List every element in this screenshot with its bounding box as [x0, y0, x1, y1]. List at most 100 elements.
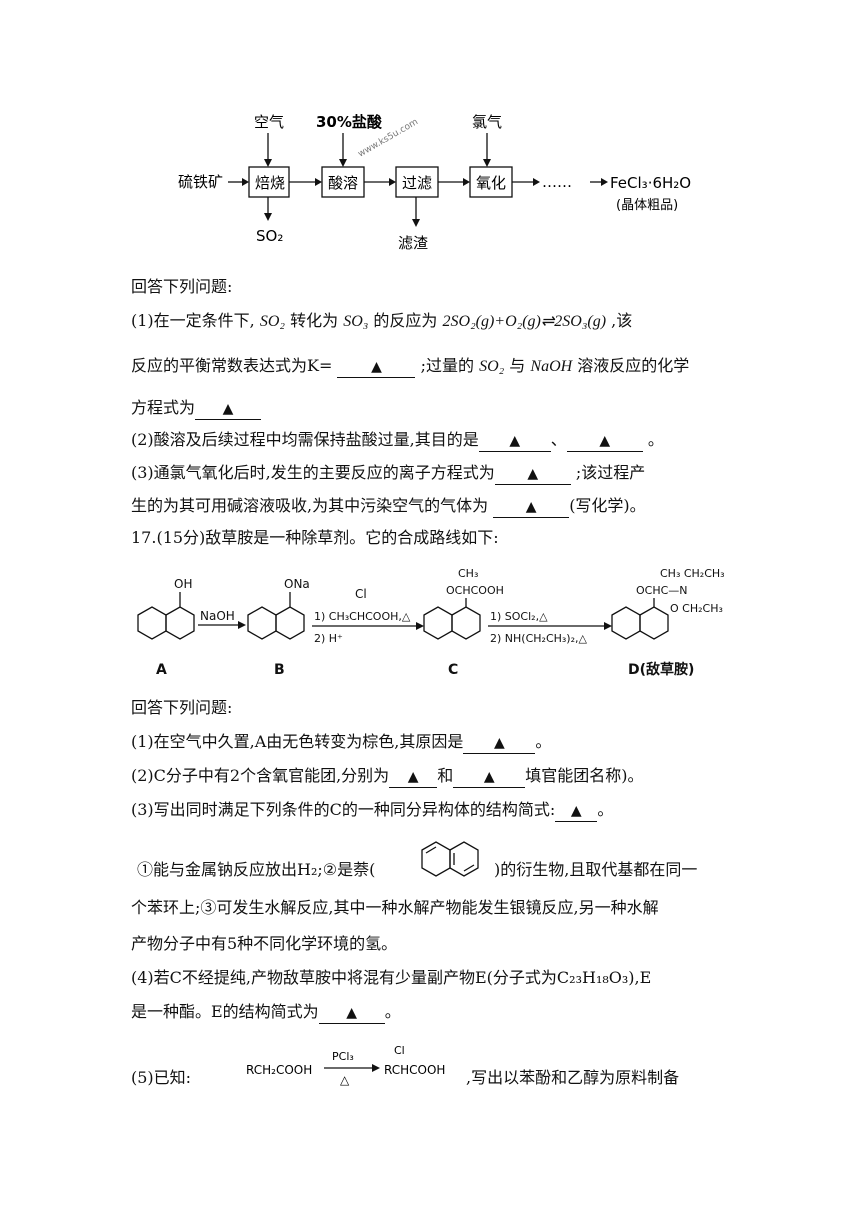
blank-mark: ▲: [527, 466, 539, 482]
q17-condition1: ①能与金属钠反应放出H₂;②是萘(: [137, 860, 375, 880]
q16-prompt: 回答下列问题:: [131, 277, 233, 296]
answer-blank[interactable]: ▲: [566, 430, 643, 452]
d-sub-line1: CH₃ CH₂CH₃: [660, 567, 725, 580]
answer-blank[interactable]: ▲: [195, 398, 262, 420]
synthesis-scheme: OH NaOH ONa Cl 1) CH₃CHCOOH,△ 2) H⁺ CH₃ …: [137, 567, 725, 678]
answer-blank[interactable]: ▲: [453, 766, 526, 788]
text: (1)在一定条件下,: [131, 311, 255, 330]
q17-condition1-rest: )的衍生物,且取代基都在同一: [494, 860, 697, 880]
d-sub-line2: OCHC—N: [636, 584, 688, 597]
answer-blank[interactable]: ▲: [389, 766, 438, 788]
output-residue: 滤渣: [398, 234, 428, 252]
text: (3)通氯气氧化后时,发生的主要反应的离子方程式为: [131, 463, 495, 482]
blank-mark: ▲: [407, 769, 419, 785]
q16-part1-line3: 方程式为 ▲: [131, 398, 262, 420]
q16-part3-line2: 生的为其可用碱溶液吸收,为其中污染空气的气体为 ▲ (写化学)。: [131, 496, 646, 518]
naphthalene-structure: [421, 841, 479, 877]
known-cl: Cl: [394, 1044, 405, 1057]
text: (3)写出同时满足下列条件的C的一种同分异构体的结构简式:: [131, 800, 556, 819]
q16-part1-line1: (1)在一定条件下, SO₂ 转化为 SO₃ 的反应为 2SO₂(g)+O₂(g…: [131, 311, 632, 332]
step-roasting: 焙烧: [255, 174, 285, 192]
b-substituent: ONa: [284, 577, 310, 591]
blank-mark: ▲: [371, 359, 382, 375]
text: (2)C分子中有2个含氧官能团,分别为: [131, 766, 390, 785]
blank-mark: ▲: [483, 769, 495, 785]
q17-part5-label: (5)已知:: [131, 1068, 192, 1087]
product-formula: FeCl₃·6H₂O: [610, 174, 691, 192]
known-condition: △: [340, 1073, 350, 1087]
q17-condition2: 个苯环上;③可发生水解反应,其中一种水解产物能发生银镜反应,另一种水解: [131, 898, 659, 917]
process-flow-diagram: www.ks5u.com 空气 30%盐酸 氯气 硫铁矿 焙烧 酸溶 过滤 氧化…: [178, 113, 691, 252]
c-sub-group: OCHCOOH: [446, 584, 504, 597]
formula-naoh: NaOH: [530, 358, 573, 375]
text: ;过量的: [420, 356, 474, 375]
label-a: A: [156, 662, 167, 678]
raw-material: 硫铁矿: [178, 173, 223, 191]
step-acid-dissolve: 酸溶: [328, 174, 358, 192]
output-so2: SO₂: [256, 227, 283, 245]
blank-mark: ▲: [525, 499, 537, 515]
reagent-b-step1: 1) CH₃CHCOOH,△: [314, 610, 411, 623]
known-right: RCHCOOH: [384, 1063, 445, 1077]
input-chlorine: 氯气: [472, 113, 502, 131]
step-filter: 过滤: [402, 174, 432, 192]
reagent-cl-label: Cl: [355, 587, 367, 601]
blank-mark: ▲: [599, 433, 611, 449]
answer-blank[interactable]: ▲: [478, 430, 551, 452]
blank-mark: ▲: [509, 433, 521, 449]
step-oxidize: 氧化: [476, 174, 506, 192]
answer-blank[interactable]: ▲: [555, 800, 598, 822]
q17-part3: (3)写出同时满足下列条件的C的一种同分异构体的结构简式: ▲ 。: [131, 800, 613, 822]
known-reaction: RCH₂COOH PCl₃ △ Cl RCHCOOH: [246, 1044, 445, 1087]
text: 方程式为: [131, 398, 196, 417]
label-b: B: [274, 662, 285, 678]
input-air: 空气: [254, 113, 284, 131]
answer-blank[interactable]: ▲: [493, 496, 570, 518]
text: 。: [384, 1002, 401, 1021]
answer-blank[interactable]: ▲: [463, 732, 536, 754]
d-sub-line3: O CH₂CH₃: [670, 602, 723, 615]
equilibrium-equation: 2SO₂(g)+O₂(g)⇌2SO₃(g): [442, 313, 607, 330]
reagent-b-step2: 2) H⁺: [314, 632, 343, 645]
text: (2)酸溶及后续过程中均需保持盐酸过量,其目的是: [131, 430, 479, 449]
q17-part2: (2)C分子中有2个含氧官能团,分别为▲和▲填官能团名称)。: [131, 766, 643, 788]
text: ,该: [611, 311, 633, 330]
text: 。: [535, 732, 552, 751]
blank-mark: ▲: [222, 401, 234, 417]
product-note: (晶体粗品): [616, 198, 678, 213]
q17-part1: (1)在空气中久置,A由无色转变为棕色,其原因是 ▲ 。: [131, 732, 551, 754]
text: ;该过程产: [575, 463, 646, 482]
answer-blank[interactable]: ▲: [337, 356, 416, 378]
text: 。: [647, 430, 664, 449]
text: 是一种酯。E的结构简式为: [131, 1002, 319, 1021]
answer-blank[interactable]: ▲: [494, 463, 571, 485]
q17-part5-rest: ,写出以苯酚和乙醇为原料制备: [466, 1068, 680, 1087]
label-d: D(敌草胺): [628, 661, 694, 678]
reagent-c-step2: 2) NH(CH₂CH₃)₂,△: [490, 632, 587, 645]
text: 生的为其可用碱溶液吸收,为其中污染空气的气体为: [131, 496, 489, 515]
blank-mark: ▲: [570, 803, 582, 819]
formula-so2: SO₂: [479, 358, 505, 375]
q16-part3-line1: (3)通氯气氧化后时,发生的主要反应的离子方程式为 ▲ ;该过程产: [131, 463, 645, 485]
blank-mark: ▲: [346, 1005, 358, 1021]
blank-mark: ▲: [494, 735, 505, 751]
text: (1)在空气中久置,A由无色转变为棕色,其原因是: [131, 732, 464, 751]
text: 与: [509, 356, 526, 375]
q17-prompt: 回答下列问题:: [131, 698, 233, 717]
text: 反应的平衡常数表达式为K=: [131, 356, 333, 375]
text: 的反应为: [373, 311, 438, 330]
text: 转化为: [290, 311, 339, 330]
text: ①能与金属钠反应放出H₂;②是萘(: [137, 860, 376, 879]
text: 。: [597, 800, 614, 819]
text: (写化学)。: [569, 496, 646, 515]
known-reagent: PCl₃: [332, 1050, 354, 1063]
label-c: C: [448, 662, 458, 678]
answer-blank[interactable]: ▲: [318, 1002, 385, 1024]
text: 溶液反应的化学: [577, 356, 690, 375]
c-sub-ch3: CH₃: [458, 567, 478, 580]
input-hcl: 30%盐酸: [316, 113, 383, 131]
q17-heading: 17.(15分)敌草胺是一种除草剂。它的合成路线如下:: [131, 528, 499, 547]
reagent-naoh: NaOH: [200, 609, 235, 623]
text: )的衍生物,且取代基都在同一: [494, 860, 698, 879]
text: 、: [550, 430, 567, 449]
